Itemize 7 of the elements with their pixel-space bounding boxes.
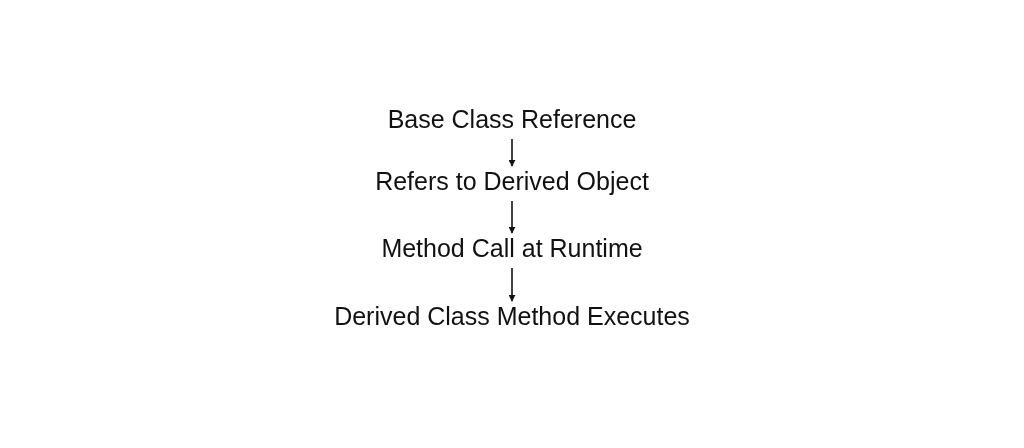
step-text: Derived Class Method Executes: [334, 302, 690, 330]
step-text: Base Class Reference: [387, 105, 637, 133]
step-text: Method Call at Runtime: [381, 234, 643, 262]
arrow: [508, 267, 516, 302]
arrow: [508, 200, 516, 234]
step-text: Refers to Derived Object: [375, 167, 649, 195]
arrow: [508, 138, 516, 167]
